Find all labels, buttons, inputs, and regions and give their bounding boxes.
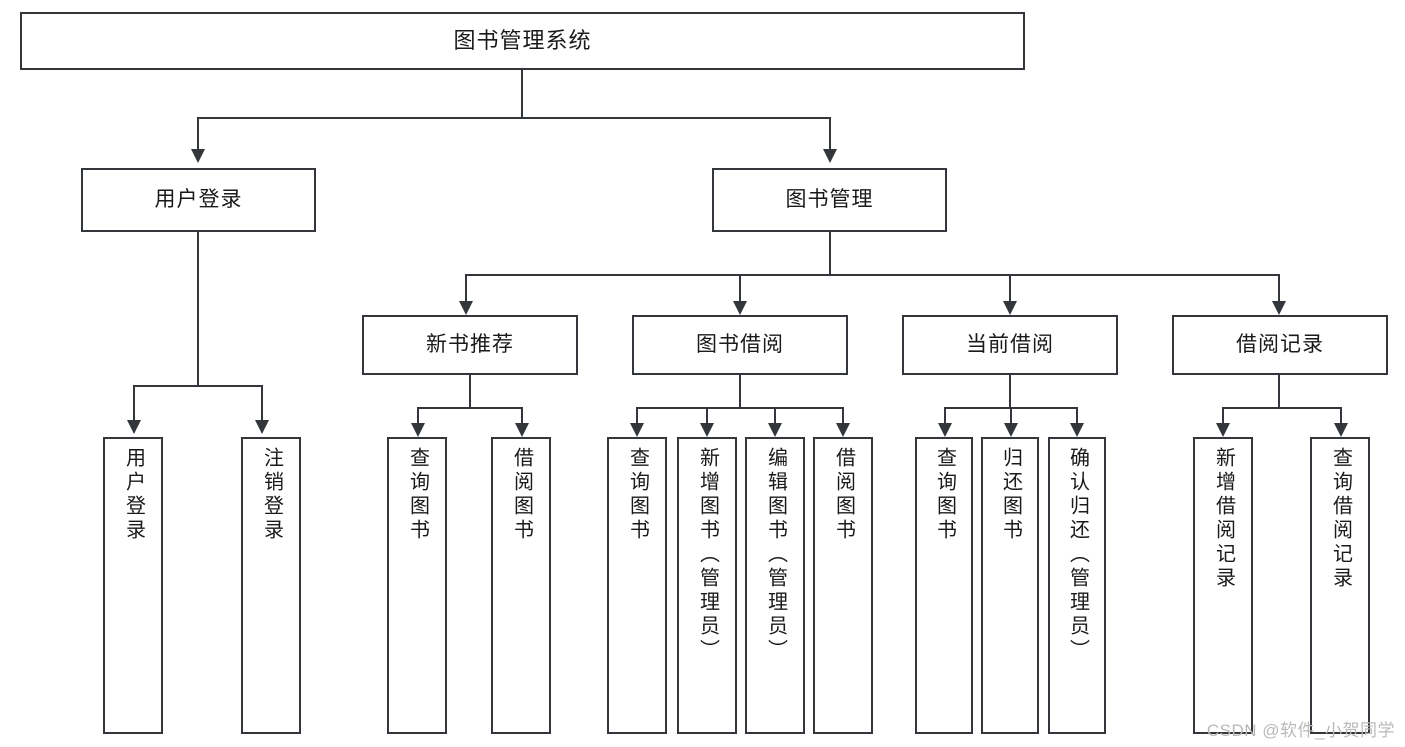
connector-user-login-bus <box>133 385 263 387</box>
connector-borrow-record-stem <box>1278 375 1280 407</box>
leaf-current-borrow-confirm[interactable]: 确认归还（管理员） <box>1048 437 1106 734</box>
leaf-label: 归还图书 <box>999 447 1022 543</box>
connector-borrow-record-bus <box>1222 407 1340 409</box>
leaf-new-book-borrow[interactable]: 借阅图书 <box>491 437 551 734</box>
connector-book-borrow-to-leaf-1 <box>636 407 638 423</box>
leaf-label: 新增借阅记录 <box>1212 447 1235 591</box>
node-label: 图书管理 <box>785 187 874 211</box>
arrow-borrow-record-to-leaf-1 <box>1216 423 1230 437</box>
arrow-book-borrow-to-leaf-1 <box>630 423 644 437</box>
leaf-book-borrow-edit[interactable]: 编辑图书（管理员） <box>745 437 805 734</box>
leaf-label: 用户登录 <box>122 447 145 543</box>
node-label: 用户登录 <box>154 187 243 211</box>
connector-new-book-bus <box>417 407 523 409</box>
connector-root-to-user-login <box>197 117 199 149</box>
node-book-borrow[interactable]: 图书借阅 <box>632 315 848 375</box>
arrow-user-login-to-leaf-2 <box>255 420 269 434</box>
connector-user-login-to-leaf-1 <box>133 385 135 420</box>
connector-user-login-to-leaf-2 <box>261 385 263 420</box>
arrow-user-login-to-leaf-1 <box>127 420 141 434</box>
connector-book-mgmt-bus <box>465 274 1280 276</box>
connector-book-mgmt-to-borrow <box>739 274 741 301</box>
arrow-book-mgmt-to-current <box>1003 301 1017 315</box>
node-label: 当前借阅 <box>966 332 1054 356</box>
connector-book-borrow-stem <box>739 375 741 407</box>
node-label: 借阅记录 <box>1236 332 1324 356</box>
arrow-book-mgmt-to-new-book <box>459 301 473 315</box>
connector-book-borrow-to-leaf-4 <box>842 407 844 423</box>
arrow-borrow-record-to-leaf-2 <box>1334 423 1348 437</box>
leaf-label: 查询借阅记录 <box>1329 447 1352 591</box>
arrow-current-borrow-to-leaf-3 <box>1070 423 1084 437</box>
node-label: 图书借阅 <box>696 332 784 356</box>
connector-book-borrow-to-leaf-3 <box>774 407 776 423</box>
arrow-book-borrow-to-leaf-2 <box>700 423 714 437</box>
arrow-book-borrow-to-leaf-3 <box>768 423 782 437</box>
node-label: 新书推荐 <box>426 332 514 356</box>
leaf-borrow-record-query[interactable]: 查询借阅记录 <box>1310 437 1370 734</box>
arrow-book-borrow-to-leaf-4 <box>836 423 850 437</box>
connector-user-login-stem <box>197 232 199 385</box>
connector-book-borrow-bus <box>636 407 842 409</box>
leaf-label: 借阅图书 <box>510 447 533 543</box>
arrow-current-borrow-to-leaf-1 <box>938 423 952 437</box>
leaf-borrow-record-add[interactable]: 新增借阅记录 <box>1193 437 1253 734</box>
leaf-user-login-logout[interactable]: 注销登录 <box>241 437 301 734</box>
arrow-book-mgmt-to-borrow <box>733 301 747 315</box>
leaf-label: 借阅图书 <box>832 447 855 543</box>
leaf-book-borrow-borrow[interactable]: 借阅图书 <box>813 437 873 734</box>
leaf-label: 查询图书 <box>933 447 956 543</box>
connector-borrow-record-to-leaf-2 <box>1340 407 1342 423</box>
arrow-book-mgmt-to-record <box>1272 301 1286 315</box>
connector-book-mgmt-to-new-book <box>465 274 467 301</box>
connector-current-borrow-to-leaf-1 <box>944 407 946 423</box>
leaf-label: 确认归还（管理员） <box>1066 447 1089 663</box>
node-borrow-record[interactable]: 借阅记录 <box>1172 315 1388 375</box>
connector-book-borrow-to-leaf-2 <box>706 407 708 423</box>
leaf-current-borrow-query[interactable]: 查询图书 <box>915 437 973 734</box>
connector-root-stem <box>521 70 523 117</box>
arrow-new-book-to-leaf-1 <box>411 423 425 437</box>
leaf-new-book-query[interactable]: 查询图书 <box>387 437 447 734</box>
connector-book-mgmt-to-current <box>1009 274 1011 301</box>
node-current-borrow[interactable]: 当前借阅 <box>902 315 1118 375</box>
connector-root-bus <box>197 117 830 119</box>
connector-current-borrow-to-leaf-3 <box>1076 407 1078 423</box>
connector-new-book-to-leaf-1 <box>417 407 419 423</box>
leaf-current-borrow-return[interactable]: 归还图书 <box>981 437 1039 734</box>
leaf-user-login-login[interactable]: 用户登录 <box>103 437 163 734</box>
connector-book-mgmt-to-record <box>1278 274 1280 301</box>
leaf-label: 查询图书 <box>626 447 649 543</box>
arrow-new-book-to-leaf-2 <box>515 423 529 437</box>
arrow-current-borrow-to-leaf-2 <box>1004 423 1018 437</box>
connector-current-borrow-to-leaf-2 <box>1010 407 1012 423</box>
leaf-book-borrow-add[interactable]: 新增图书（管理员） <box>677 437 737 734</box>
node-new-book-recommend[interactable]: 新书推荐 <box>362 315 578 375</box>
connector-borrow-record-to-leaf-1 <box>1222 407 1224 423</box>
leaf-label: 查询图书 <box>406 447 429 543</box>
node-user-login[interactable]: 用户登录 <box>81 168 316 232</box>
connector-new-book-stem <box>469 375 471 407</box>
connector-book-mgmt-stem <box>829 232 831 274</box>
leaf-label: 编辑图书（管理员） <box>764 447 787 663</box>
node-root-system[interactable]: 图书管理系统 <box>20 12 1025 70</box>
arrow-root-to-book-mgmt <box>823 149 837 163</box>
leaf-label: 注销登录 <box>260 447 283 543</box>
node-book-management[interactable]: 图书管理 <box>712 168 947 232</box>
node-label: 图书管理系统 <box>453 28 592 54</box>
leaf-book-borrow-query[interactable]: 查询图书 <box>607 437 667 734</box>
connector-new-book-to-leaf-2 <box>521 407 523 423</box>
leaf-label: 新增图书（管理员） <box>696 447 719 663</box>
connector-current-borrow-stem <box>1009 375 1011 407</box>
arrow-root-to-user-login <box>191 149 205 163</box>
connector-root-to-book-mgmt <box>829 117 831 149</box>
